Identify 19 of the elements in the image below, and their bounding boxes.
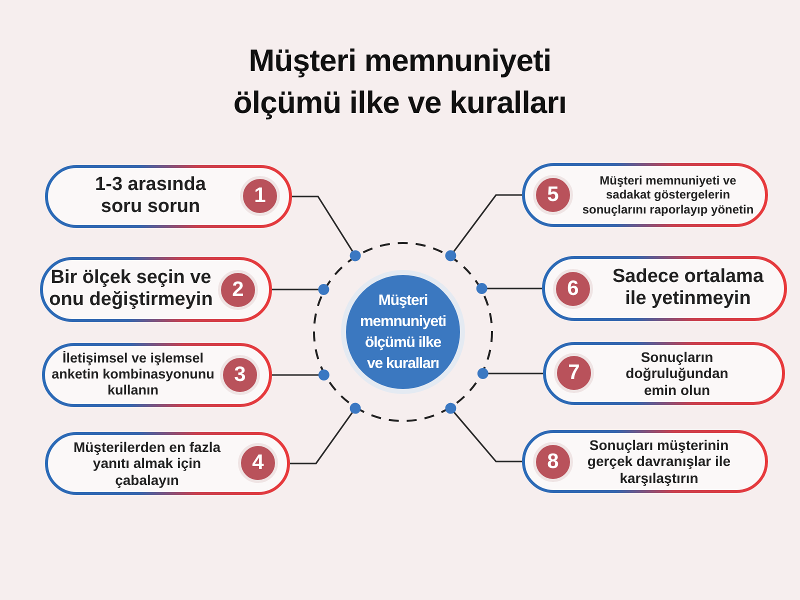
connector-line xyxy=(445,402,522,462)
connector-line xyxy=(290,402,361,464)
title: Müşteri memnuniyeti ölçümü ilke ve kuralları xyxy=(232,42,568,122)
step-text: Sonuçları müşterinin gerçek davranışlar ile karşılaştırın xyxy=(586,436,732,487)
step-text: Müşteri memnuniyeti ve sadakat göstergelerin sonuçlarını raporlayıp yönetin xyxy=(581,173,755,217)
step-text: Sadece ortalama ile yetinmeyin xyxy=(611,266,765,312)
connector-line xyxy=(292,196,361,262)
step-text: Bir ölçek seçin ve onu değiştirmeyin xyxy=(48,266,214,312)
connector-line xyxy=(445,194,522,262)
step-text: İletişimsel ve işlemsel anketin kombinasyonunu kullanın xyxy=(50,350,216,400)
step-text: 1-3 arasında soru sorun xyxy=(94,174,207,220)
dashed-ring xyxy=(313,242,493,422)
step-text: Müşterilerden en fazla yanıtı almak için çabalayın xyxy=(72,438,222,489)
connector-line xyxy=(272,284,330,295)
center-circle: Müşteri memnuniyeti ölçümü ilke ve kuralları xyxy=(341,270,465,394)
connector-line xyxy=(476,283,542,294)
connector-line xyxy=(477,368,543,379)
connector-line xyxy=(272,370,330,380)
step-text: Sonuçların doğruluğundan emin olun xyxy=(624,348,730,399)
